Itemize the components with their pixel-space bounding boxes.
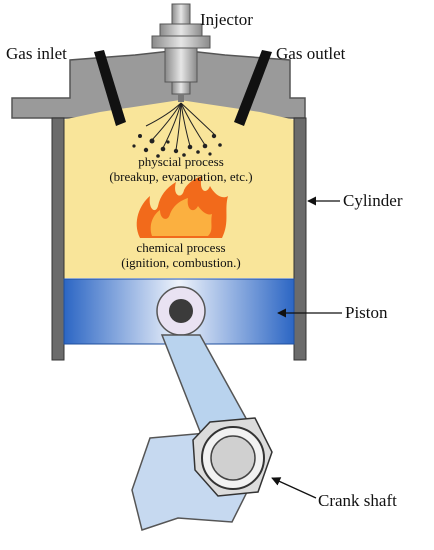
injector-label: Injector (200, 10, 253, 29)
fuel-spray (145, 102, 215, 151)
crank-bearing-inner (210, 435, 256, 481)
chemical-process-detail: (ignition, combustion.) (121, 255, 241, 270)
cylinder-wall-left (51, 117, 65, 361)
physical-process-detail: (breakup, evaporation, etc.) (109, 169, 252, 184)
gas-outlet-valve (234, 50, 272, 126)
combustion-chamber (62, 100, 295, 278)
piston-label: Piston (345, 303, 388, 322)
piston-pin-hole (169, 299, 193, 323)
cylinder-label: Cylinder (343, 191, 403, 210)
gas-outlet-label: Gas outlet (276, 44, 346, 63)
chemical-process-label: chemical process (136, 240, 225, 255)
crank-shaft-label: Crank shaft (318, 491, 397, 510)
fuel-droplets (132, 133, 222, 158)
gas-inlet-valve (94, 50, 126, 126)
cylinder-wall-right (293, 117, 307, 361)
crank-shaft-arrow (271, 477, 317, 499)
gas-inlet-label: Gas inlet (6, 44, 67, 63)
physical-process-label: physcial process (138, 154, 224, 169)
injector (151, 3, 211, 102)
combustion-flame (136, 176, 228, 238)
